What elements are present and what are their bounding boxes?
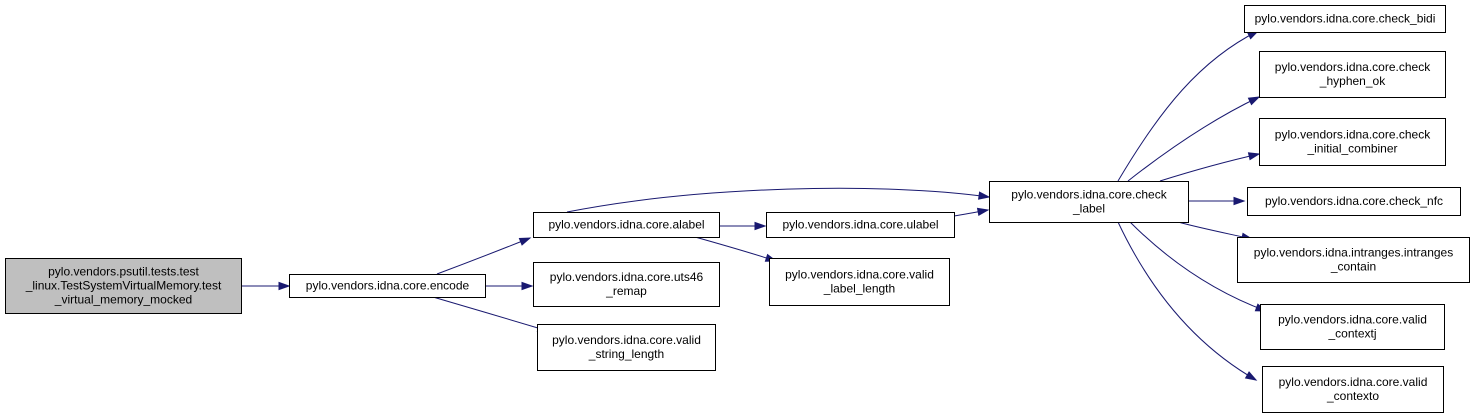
node-test-virtual-memory-mocked[interactable]: pylo.vendors.psutil.tests.test_linux.Tes…: [5, 258, 242, 314]
node-label-line: _string_length: [588, 347, 664, 361]
node-core-check-bidi[interactable]: pylo.vendors.idna.core.check_bidi: [1244, 5, 1446, 33]
node-core-check-nfc[interactable]: pylo.vendors.idna.core.check_nfc: [1247, 187, 1461, 216]
arrowhead-check_nfc: [1233, 196, 1246, 206]
node-box[interactable]: [533, 212, 720, 238]
arrowhead-check_label: [976, 207, 990, 217]
node-box[interactable]: [1259, 51, 1446, 98]
node-label-line: pylo.vendors.idna.core.valid: [785, 268, 934, 282]
node-core-check-label[interactable]: pylo.vendors.idna.core.check_label: [989, 181, 1189, 223]
node-label-line: _label: [1072, 202, 1105, 216]
node-core-alabel[interactable]: pylo.vendors.idna.core.alabel: [533, 212, 720, 238]
node-core-ulabel[interactable]: pylo.vendors.idna.core.ulabel: [766, 212, 955, 238]
node-core-valid-label-length[interactable]: pylo.vendors.idna.core.valid_label_lengt…: [769, 258, 950, 306]
node-label-line: pylo.vendors.idna.core.check: [1275, 128, 1431, 142]
node-label-line: pylo.vendors.idna.core.check_nfc: [1265, 194, 1443, 208]
node-label-line: _contain: [1330, 260, 1376, 274]
node-box[interactable]: [1247, 187, 1461, 216]
node-core-valid-contextj[interactable]: pylo.vendors.idna.core.valid_contextj: [1260, 304, 1445, 350]
arrowhead-encode: [278, 281, 291, 291]
arrowhead-check_initial_combiner: [1247, 152, 1261, 161]
edge-alabel-to-valid_label_length: [694, 236, 777, 262]
arrowhead-uts46_remap: [521, 281, 534, 291]
node-core-uts46-remap[interactable]: pylo.vendors.idna.core.uts46_remap: [533, 262, 720, 307]
node-box[interactable]: [1259, 118, 1446, 166]
node-label-line: pylo.vendors.idna.core.check: [1011, 188, 1167, 202]
arrowhead-check_label: [978, 191, 991, 200]
node-box[interactable]: [533, 262, 720, 307]
arrowhead-alabel: [518, 237, 532, 246]
node-label-line: pylo.vendors.idna.core.uts46: [550, 270, 704, 284]
arrowhead-valid_contexto: [1244, 371, 1258, 381]
edge-check_label-to-valid_contextj: [1129, 221, 1267, 312]
edge-alabel-to-check_label: [566, 187, 990, 213]
node-box[interactable]: [1237, 237, 1470, 283]
node-label-line: _initial_combiner: [1306, 142, 1397, 156]
node-core-valid-contexto[interactable]: pylo.vendors.idna.core.valid_contexto: [1262, 366, 1444, 413]
edge-check_label-to-check_hyphen_ok: [1127, 96, 1260, 182]
edge-check_label-to-check_initial_combiner: [1159, 153, 1260, 182]
node-intranges-contain[interactable]: pylo.vendors.idna.intranges.intranges_co…: [1237, 237, 1470, 283]
node-core-check-hyphen-ok[interactable]: pylo.vendors.idna.core.check_hyphen_ok: [1259, 51, 1446, 98]
node-core-valid-string-length[interactable]: pylo.vendors.idna.core.valid_string_leng…: [537, 324, 716, 371]
edge-check_label-to-valid_contexto: [1117, 221, 1257, 381]
node-label-line: pylo.vendors.idna.core.alabel: [548, 218, 704, 232]
node-box[interactable]: [989, 181, 1189, 223]
node-box[interactable]: [1260, 304, 1445, 350]
node-label-line: _hyphen_ok: [1319, 74, 1386, 88]
node-label-line: pylo.vendors.idna.core.ulabel: [782, 218, 938, 232]
edge-check_label-to-check_bidi: [1117, 30, 1259, 182]
edge-check_label-to-intranges_contain: [1177, 221, 1253, 240]
node-label-line: pylo.vendors.idna.core.valid: [1278, 313, 1427, 327]
node-label-line: pylo.vendors.idna.core.encode: [306, 279, 470, 293]
node-core-check-initial-combiner[interactable]: pylo.vendors.idna.core.check_initial_com…: [1259, 118, 1446, 166]
edge-encode-to-alabel: [436, 237, 531, 275]
arrowhead-check_hyphen_ok: [1247, 96, 1261, 106]
edge-encode-to-valid_string_length: [432, 296, 549, 332]
node-label-line: _remap: [605, 284, 647, 298]
arrowhead-ulabel: [754, 221, 767, 231]
nodes-layer: pylo.vendors.psutil.tests.test_linux.Tes…: [5, 5, 1470, 413]
node-box[interactable]: [1262, 366, 1444, 413]
node-label-line: pylo.vendors.idna.core.check: [1275, 60, 1431, 74]
node-label-line: _contextj: [1327, 327, 1376, 341]
node-label-line: pylo.vendors.idna.core.valid: [1279, 375, 1428, 389]
node-label-line: pylo.vendors.idna.intranges.intranges: [1254, 246, 1453, 260]
node-box[interactable]: [5, 258, 242, 314]
node-box[interactable]: [1244, 5, 1446, 33]
node-label-line: _linux.TestSystemVirtualMemory.test: [25, 279, 222, 293]
node-label-line: _virtual_memory_mocked: [54, 293, 192, 307]
node-label-line: _contexto: [1326, 389, 1379, 403]
node-label-line: pylo.vendors.psutil.tests.test: [48, 265, 199, 279]
node-label-line: _label_length: [823, 282, 895, 296]
node-box[interactable]: [766, 212, 955, 238]
node-core-encode[interactable]: pylo.vendors.idna.core.encode: [289, 274, 486, 298]
node-box[interactable]: [769, 258, 950, 306]
node-label-line: pylo.vendors.idna.core.valid: [552, 333, 701, 347]
node-label-line: pylo.vendors.idna.core.check_bidi: [1255, 12, 1436, 26]
node-box[interactable]: [289, 274, 486, 298]
node-box[interactable]: [537, 324, 716, 371]
